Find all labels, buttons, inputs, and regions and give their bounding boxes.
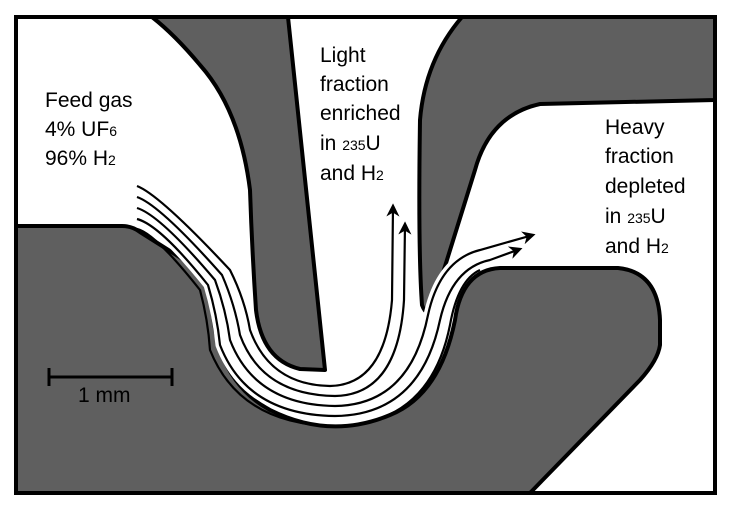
heavy-line4: in 235U	[605, 205, 666, 228]
heavy-fraction-label: Heavy fraction depleted in 235U and H2	[605, 116, 686, 258]
gas-streamlines	[135, 181, 536, 428]
right-skimmer-blade	[417, 15, 717, 315]
scale-label: 1 mm	[78, 384, 131, 407]
light-line2: fraction	[320, 73, 389, 96]
scale-bar: 1 mm	[47, 368, 174, 407]
streamline-4	[136, 217, 523, 418]
heavy-line1: Heavy	[605, 116, 665, 139]
feed-line3: 96% H2	[45, 147, 116, 170]
frame-border	[14, 15, 717, 495]
feed-line1: Feed gas	[45, 89, 133, 112]
light-line1: Light	[320, 44, 366, 67]
light-line3: enriched	[320, 102, 401, 125]
light-fraction-label: Light fraction enriched in 235U and H2	[320, 44, 401, 185]
heavy-line5: and H2	[605, 235, 669, 258]
light-line4: in 235U	[320, 132, 381, 155]
left-skimmer-blade	[150, 15, 327, 372]
heavy-line3: depleted	[605, 175, 686, 198]
light-line5: and H2	[320, 162, 384, 185]
streamline-1	[136, 184, 400, 388]
feed-line2: 4% UF6	[45, 118, 117, 141]
streamline-5	[136, 227, 481, 428]
streamline-3	[136, 206, 536, 408]
streamline-2	[136, 195, 412, 398]
heavy-line2: fraction	[605, 145, 674, 168]
feed-gas-label: Feed gas 4% UF6 96% H2	[45, 89, 133, 170]
